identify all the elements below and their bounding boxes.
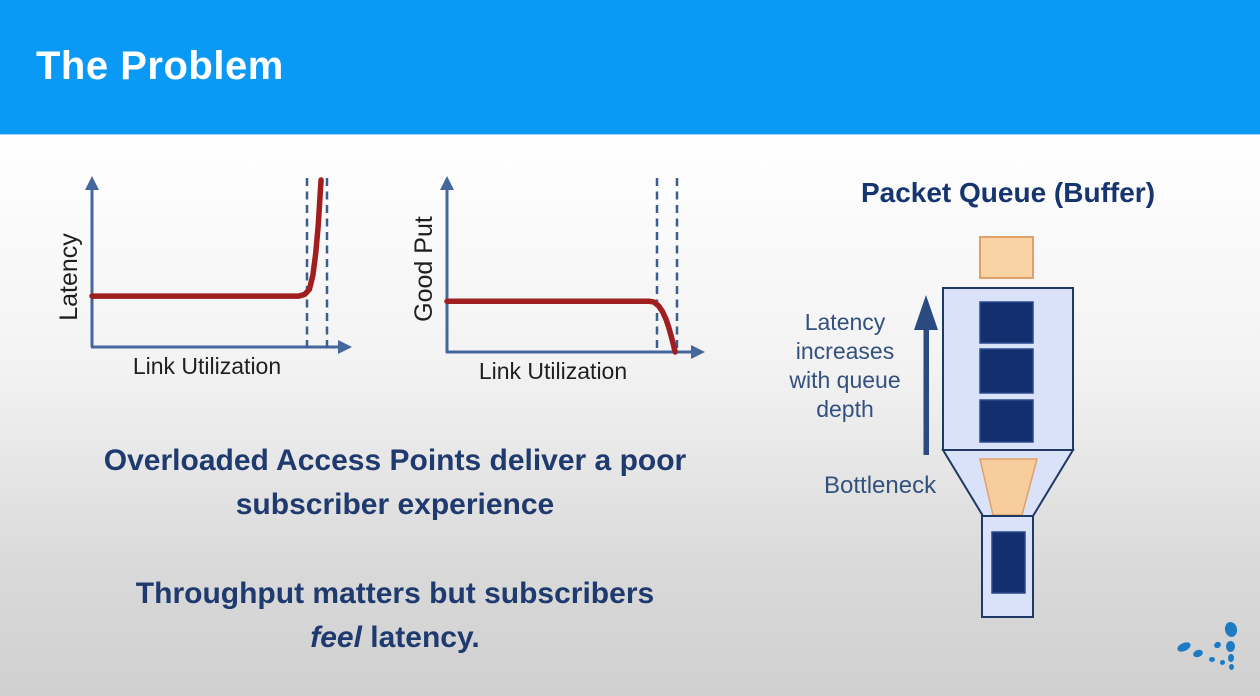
- latency-chart: [85, 176, 352, 354]
- y-axis-label: Latency: [55, 233, 83, 321]
- queued-packet: [979, 301, 1034, 344]
- queued-packet: [979, 399, 1034, 443]
- latency-arrow-head: [914, 295, 938, 330]
- x-axis-label: Link Utilization: [132, 353, 282, 379]
- logo-dot: [1192, 648, 1204, 659]
- latency-arrow-label: Latency increases with queue depth: [789, 309, 901, 422]
- queued-packet: [979, 348, 1034, 394]
- y-axis-label: Good Put: [410, 216, 438, 322]
- logo-dot: [1220, 660, 1225, 665]
- message-secondary-tail: latency.: [361, 621, 480, 654]
- splash-logo: [1165, 608, 1255, 678]
- message-secondary: Throughput matters but subscribers feel l…: [50, 572, 740, 660]
- bottleneck-label: Bottleneck: [824, 472, 937, 499]
- message-secondary-emphasis: feel: [310, 621, 362, 654]
- x-axis-arrowhead: [338, 340, 352, 354]
- x-axis-label: Link Utilization: [478, 358, 628, 384]
- x-axis-arrowhead: [691, 345, 705, 359]
- logo-dot: [1209, 657, 1215, 662]
- departing-packet: [991, 531, 1026, 594]
- message-primary: Overloaded Access Points deliver a poor …: [103, 444, 687, 521]
- message-secondary-text: Throughput matters but subscribers: [135, 577, 655, 610]
- y-axis-arrowhead: [85, 176, 99, 190]
- logo-dot: [1223, 620, 1239, 639]
- page-title: The Problem: [36, 44, 284, 88]
- latency-arrow-shaft: [923, 326, 929, 455]
- logo-dot: [1229, 664, 1234, 670]
- packet-queue-diagram: [914, 236, 1075, 618]
- latency-curve: [89, 177, 324, 299]
- packet-queue-title: Packet Queue (Buffer): [860, 177, 1156, 208]
- logo-dot: [1212, 640, 1223, 650]
- logo-dot: [1226, 641, 1235, 652]
- goodput-chart: [440, 176, 705, 359]
- logo-dot: [1228, 654, 1234, 662]
- incoming-packet: [979, 236, 1034, 279]
- header-bar: The Problem: [0, 0, 1260, 135]
- logo-dot: [1175, 640, 1193, 654]
- goodput-curve: [444, 298, 678, 355]
- y-axis-arrowhead: [440, 176, 454, 190]
